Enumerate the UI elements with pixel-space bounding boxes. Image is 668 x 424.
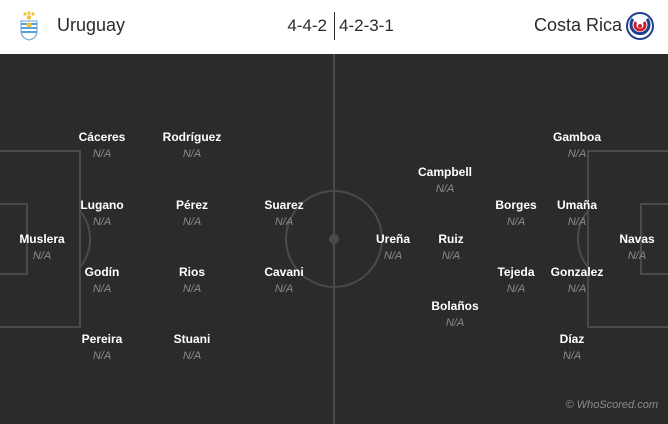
player-rating: N/A <box>92 350 112 362</box>
player-name: Gamboa <box>552 130 601 144</box>
whoscored-watermark: © WhoScored.com <box>565 399 658 411</box>
player-umana[interactable]: Umaña N/A <box>532 198 622 229</box>
pitch: Muslera N/A Cáceres N/A Lugano N/A Godín… <box>0 54 668 424</box>
player-name: Rodríguez <box>162 130 222 144</box>
player-gamboa[interactable]: Gamboa N/A <box>532 130 622 161</box>
right-penalty-arc <box>577 210 589 268</box>
player-rating: N/A <box>506 283 526 295</box>
player-campbell[interactable]: Campbell N/A <box>400 165 490 196</box>
player-rating: N/A <box>182 216 202 228</box>
player-rating: N/A <box>567 148 587 160</box>
player-name: Gonzalez <box>550 265 604 279</box>
player-rating: N/A <box>567 283 587 295</box>
player-pereira[interactable]: Pereira N/A <box>57 332 147 363</box>
player-navas[interactable]: Navas N/A <box>592 232 668 263</box>
player-name: Suarez <box>264 198 304 212</box>
player-rating: N/A <box>627 250 647 262</box>
player-rating: N/A <box>92 148 112 160</box>
player-rating: N/A <box>182 350 202 362</box>
pitch-markings <box>0 54 668 424</box>
player-cavani[interactable]: Cavani N/A <box>239 265 329 296</box>
player-caceres[interactable]: Cáceres N/A <box>57 130 147 161</box>
player-stuani[interactable]: Stuani N/A <box>147 332 237 363</box>
player-gonzalez[interactable]: Gonzalez N/A <box>532 265 622 296</box>
player-name: Pérez <box>175 198 209 212</box>
player-name: Cavani <box>264 265 304 279</box>
player-godin[interactable]: Godín N/A <box>57 265 147 296</box>
player-name: Lugano <box>80 198 124 212</box>
center-circle <box>285 190 383 288</box>
player-rating: N/A <box>445 317 465 329</box>
home-team-name[interactable]: Uruguay <box>57 15 126 35</box>
player-name: Díaz <box>559 332 585 346</box>
center-spot <box>329 234 339 244</box>
player-ruiz[interactable]: Ruiz N/A <box>406 232 496 263</box>
player-name: Campbell <box>417 165 472 179</box>
player-name: Tejeda <box>497 265 535 279</box>
player-name: Rios <box>178 265 205 279</box>
left-penalty-box <box>0 150 81 328</box>
player-lugano[interactable]: Lugano N/A <box>57 198 147 229</box>
player-name: Navas <box>619 232 655 246</box>
player-rating: N/A <box>562 350 582 362</box>
player-suarez[interactable]: Suarez N/A <box>239 198 329 229</box>
player-tejeda[interactable]: Tejeda N/A <box>471 265 561 296</box>
home-formation: 4-4-2 <box>287 16 327 35</box>
player-borges[interactable]: Borges N/A <box>471 198 561 229</box>
player-rating: N/A <box>441 250 461 262</box>
player-name: Ureña <box>375 232 410 246</box>
player-name: Pereira <box>81 332 123 346</box>
player-name: Stuani <box>173 332 211 346</box>
uruguay-crest-icon <box>20 11 38 41</box>
costa-rica-crest-icon <box>626 12 654 40</box>
player-rios[interactable]: Rios N/A <box>147 265 237 296</box>
player-name: Bolaños <box>431 299 479 313</box>
left-penalty-arc <box>79 210 91 268</box>
player-name: Godín <box>84 265 120 279</box>
player-rating: N/A <box>92 216 112 228</box>
player-rating: N/A <box>182 283 202 295</box>
player-rating: N/A <box>182 148 202 160</box>
player-bolanos[interactable]: Bolaños N/A <box>410 299 500 330</box>
left-goal-box <box>0 203 28 275</box>
player-muslera[interactable]: Muslera N/A <box>0 232 87 263</box>
player-rating: N/A <box>32 250 52 262</box>
player-rating: N/A <box>274 283 294 295</box>
right-goal-box <box>640 203 668 275</box>
player-name: Cáceres <box>78 130 126 144</box>
match-header: Uruguay 4-4-2 4-2-3-1 Costa Rica <box>0 0 668 54</box>
player-rodriguez[interactable]: Rodríguez N/A <box>147 130 237 161</box>
right-penalty-box <box>587 150 668 328</box>
player-rating: N/A <box>435 183 455 195</box>
away-formation: 4-2-3-1 <box>339 16 394 35</box>
player-rating: N/A <box>92 283 112 295</box>
player-diaz[interactable]: Díaz N/A <box>527 332 617 363</box>
player-name: Ruiz <box>438 232 464 246</box>
player-rating: N/A <box>567 216 587 228</box>
player-perez[interactable]: Pérez N/A <box>147 198 237 229</box>
player-rating: N/A <box>506 216 526 228</box>
player-name: Muslera <box>19 232 65 246</box>
player-name: Borges <box>495 198 537 212</box>
player-urena[interactable]: Ureña N/A <box>348 232 438 263</box>
player-rating: N/A <box>383 250 403 262</box>
away-team-name[interactable]: Costa Rica <box>533 15 622 35</box>
formation-divider <box>334 12 335 40</box>
player-rating: N/A <box>274 216 294 228</box>
player-name: Umaña <box>556 198 597 212</box>
